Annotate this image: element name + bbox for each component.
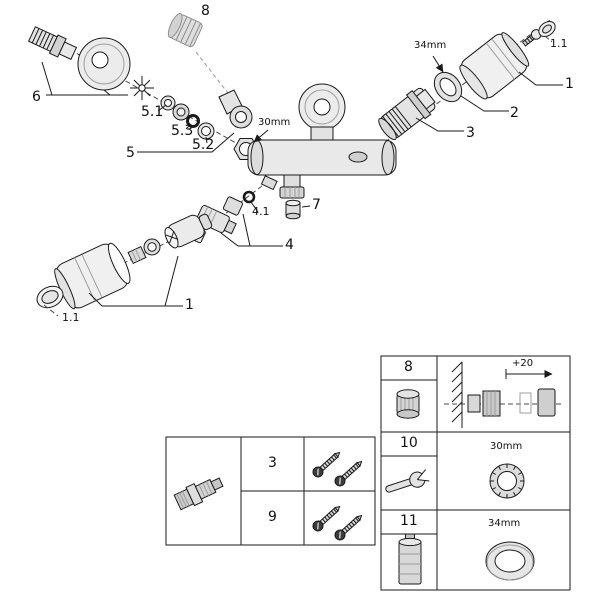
legend-dim-34mm: 34mm (488, 518, 521, 529)
callout-1-bottom: 1 (185, 297, 194, 313)
callout-7: 7 (312, 197, 321, 213)
cap-8-icon (396, 389, 420, 419)
wrench-icon (385, 468, 431, 493)
legend-num-3: 3 (268, 455, 277, 471)
legend-num-9: 9 (268, 509, 277, 525)
legend-screws-box (165, 436, 376, 546)
callout-5: 5 (126, 145, 135, 161)
callout-1-top: 1 (565, 76, 574, 92)
legend-dim-30mm: 30mm (490, 441, 523, 452)
part-2-ring-nut (433, 71, 463, 103)
legend-box-11 (380, 509, 571, 591)
callout-lines (41, 35, 563, 317)
legend-box-10 (380, 431, 571, 511)
plug-1-1-bottom (36, 285, 64, 309)
part-6-union-fitting (27, 26, 78, 60)
callout-5-3: 5.3 (171, 123, 194, 139)
part-3-cartridge (378, 87, 436, 141)
dim-label-30mm: 30mm (258, 117, 291, 128)
callout-4: 4 (285, 237, 294, 253)
dim-label-34mm: 34mm (414, 40, 447, 51)
outlet-elbow-union (218, 89, 253, 129)
part-1-cap-bottom (54, 242, 131, 310)
callout-2: 2 (510, 105, 519, 121)
part-1-cap-top (459, 32, 530, 100)
legend-box-8 (380, 355, 571, 433)
plug-1-1-top (538, 20, 556, 38)
cartridge-icon (398, 533, 422, 585)
callout-5-1: 5.1 (141, 104, 164, 120)
callout-1-1-bottom: 1.1 (62, 311, 80, 324)
part-8-cap (167, 13, 203, 48)
callout-6: 6 (32, 89, 41, 105)
callout-1-1-top: 1.1 (550, 37, 568, 50)
nut-30mm-icon (489, 463, 525, 499)
callout-3: 3 (466, 125, 475, 141)
part-1-lever-bottom (164, 213, 213, 249)
legend-num-11: 11 (400, 513, 418, 529)
legend-num-8: 8 (404, 359, 413, 375)
faucet-body (247, 83, 397, 199)
ring-34mm-icon (485, 541, 535, 581)
part-1-ring-adapter (127, 238, 161, 265)
union-marker-star-icon (130, 76, 154, 100)
part-6-escutcheon (77, 37, 131, 91)
wall-mount-detail (444, 361, 562, 428)
callout-4-1: 4.1 (252, 205, 270, 218)
callout-8: 8 (201, 3, 210, 19)
legend-num-10: 10 (400, 435, 418, 451)
legend-dim-plus20: +20 (512, 358, 534, 369)
part-7-mousseur (285, 199, 301, 220)
callout-5-2: 5.2 (192, 137, 215, 153)
coupling-part-icon (173, 477, 224, 511)
